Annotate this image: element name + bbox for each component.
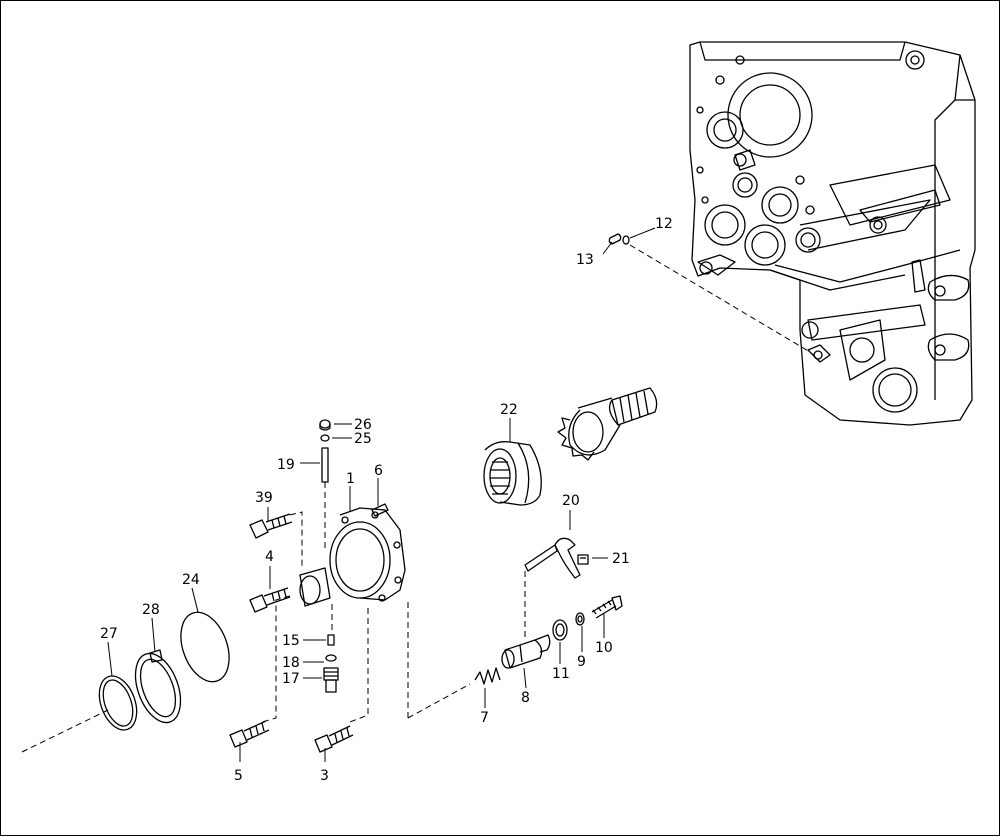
label-5: 5 xyxy=(234,768,243,784)
label-18: 18 xyxy=(282,655,300,671)
part-26-cap xyxy=(319,419,331,431)
label-19: 19 xyxy=(277,457,295,473)
label-6: 6 xyxy=(374,463,383,479)
label-13: 13 xyxy=(576,252,594,268)
part-27-ring xyxy=(98,675,138,731)
label-24: 24 xyxy=(182,572,200,588)
part-19-pin xyxy=(321,447,329,483)
label-1: 1 xyxy=(346,471,355,487)
label-25: 25 xyxy=(354,431,372,447)
label-26: 26 xyxy=(354,417,372,433)
part-17-fitting xyxy=(323,667,339,693)
part-12-oring xyxy=(622,235,630,245)
part-18-ring xyxy=(325,654,337,662)
part-22-sliding-sleeve xyxy=(483,441,542,506)
label-21: 21 xyxy=(612,551,630,567)
part-11-ring xyxy=(552,619,568,641)
label-9: 9 xyxy=(577,654,586,670)
part-6-pin xyxy=(371,503,389,517)
label-20: 20 xyxy=(562,493,580,509)
part-13-pin xyxy=(608,233,622,245)
label-15: 15 xyxy=(282,633,300,649)
label-17: 17 xyxy=(282,671,300,687)
part-7-spring xyxy=(474,667,501,685)
part-9-washer xyxy=(575,612,585,626)
label-12: 12 xyxy=(655,216,673,232)
label-8: 8 xyxy=(521,690,530,706)
label-3: 3 xyxy=(320,768,329,784)
part-labels: 12 13 22 26 25 19 6 1 39 20 4 21 24 10 2… xyxy=(100,216,673,784)
leader-lines xyxy=(107,227,656,762)
part-25-oring xyxy=(320,434,330,442)
part-28-snap-ring xyxy=(134,649,182,724)
part-4-bolt xyxy=(249,587,291,613)
label-10: 10 xyxy=(595,640,613,656)
label-4: 4 xyxy=(265,549,274,565)
part-20-shift-fork xyxy=(524,537,581,579)
label-39: 39 xyxy=(255,490,273,506)
part-15-plug xyxy=(327,634,335,646)
label-27: 27 xyxy=(100,626,118,642)
part-1-cover xyxy=(299,507,406,607)
part-5-bolt xyxy=(229,720,270,748)
assembly-lines xyxy=(21,244,811,753)
label-11: 11 xyxy=(552,666,570,682)
label-7: 7 xyxy=(480,710,489,726)
part-8-piston xyxy=(501,634,551,669)
part-39-bolt xyxy=(249,513,293,539)
label-28: 28 xyxy=(142,602,160,618)
part-3-bolt xyxy=(314,725,354,753)
output-shaft xyxy=(557,387,658,461)
part-24-disk xyxy=(180,611,230,683)
label-22: 22 xyxy=(500,402,518,418)
part-21-screw xyxy=(577,554,589,565)
transmission-housing xyxy=(689,41,976,426)
part-10-bolt xyxy=(591,595,623,619)
